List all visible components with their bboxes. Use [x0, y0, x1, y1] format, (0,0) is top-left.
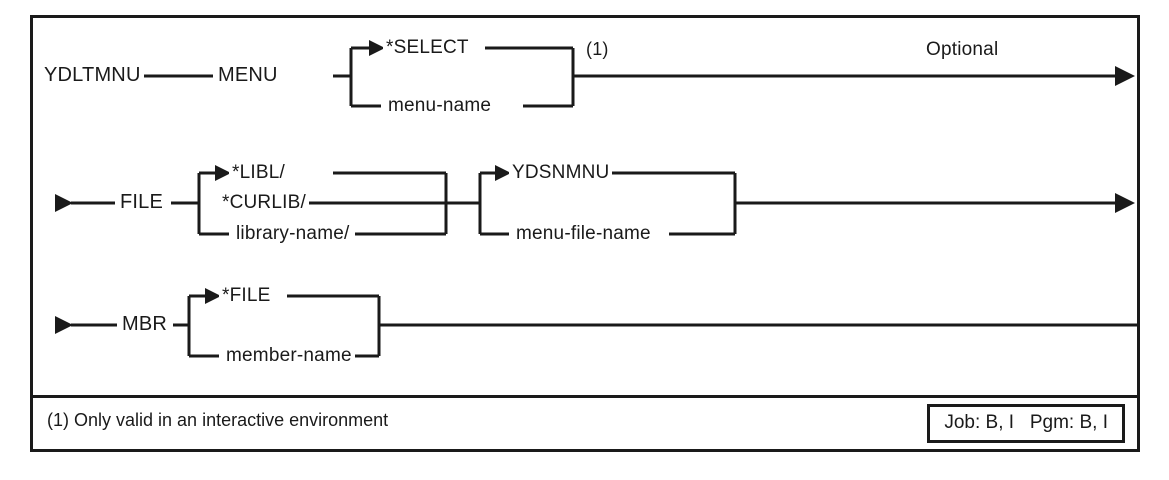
- rail-row1-arrowhead: [1115, 66, 1135, 86]
- rail-row3-default-arrowhead: [205, 288, 221, 304]
- footnote-reference-1: (1): [583, 40, 612, 59]
- option-file-label: *FILE: [219, 286, 274, 305]
- option-libl-label: *LIBL/: [229, 163, 288, 182]
- railroad-rails: [55, 40, 1137, 358]
- option-select-label: *SELECT: [383, 38, 472, 57]
- rail-row2-entry-arrowhead: [55, 194, 73, 212]
- rail-row2-lib-default-arrowhead: [215, 165, 231, 181]
- keyword-mbr-label: MBR: [119, 314, 171, 334]
- option-menu-file-name-label: menu-file-name: [513, 224, 654, 243]
- keyword-file-label: FILE: [117, 192, 167, 212]
- optional-annotation-label: Optional: [923, 40, 1002, 59]
- rail-row3-entry-arrowhead: [55, 316, 73, 334]
- option-library-name-label: library-name/: [233, 224, 353, 243]
- rail-row2-arrowhead: [1115, 193, 1135, 213]
- option-member-name-label: member-name: [223, 346, 355, 365]
- footer-divider: [33, 395, 1137, 398]
- footnote-text: (1) Only valid in an interactive environ…: [47, 410, 389, 430]
- rail-row2-file-default-arrowhead: [495, 165, 511, 181]
- keyword-menu-label: MENU: [215, 65, 281, 85]
- command-name-label: YDLTMNU: [41, 65, 144, 85]
- syntax-diagram-frame: YDLTMNU MENU *SELECT menu-name (1) Optio…: [30, 15, 1140, 452]
- option-curlib-label: *CURLIB/: [219, 193, 309, 212]
- rail-row1-default-arrowhead: [369, 40, 385, 56]
- job-pgm-badge: Job: B, I Pgm: B, I: [927, 404, 1125, 443]
- option-ydsnmnu-label: YDSNMNU: [509, 163, 613, 182]
- option-menu-name-label: menu-name: [385, 96, 495, 115]
